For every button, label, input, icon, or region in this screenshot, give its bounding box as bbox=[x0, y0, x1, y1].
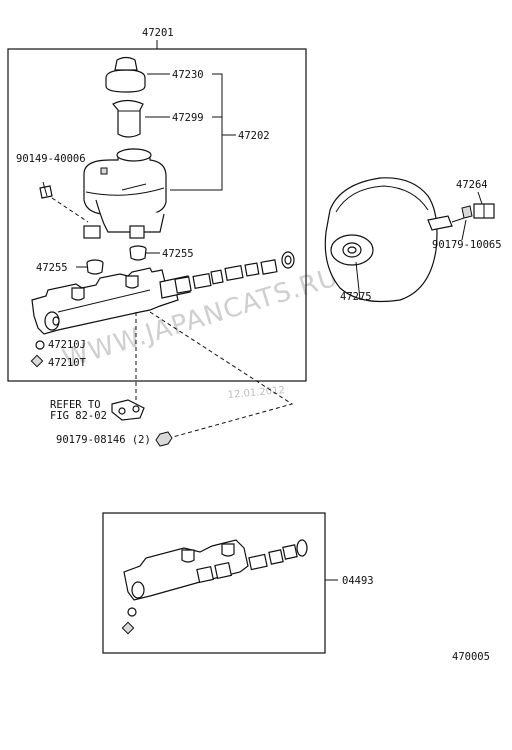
nut-90179-08146 bbox=[155, 431, 173, 447]
label-90179-08146[interactable]: 90179-08146 (2) bbox=[56, 434, 151, 446]
label-47201[interactable]: 47201 bbox=[142, 27, 174, 39]
label-47210t[interactable]: 47210T bbox=[48, 357, 87, 369]
repair-kit-rings bbox=[121, 607, 137, 635]
repair-kit-frame bbox=[102, 512, 326, 654]
label-04493[interactable]: 04493 bbox=[342, 575, 374, 587]
figure-number: 470005 bbox=[452, 651, 490, 663]
lock-nut bbox=[461, 205, 473, 219]
label-47275[interactable]: 47275 bbox=[340, 291, 372, 303]
label-47299[interactable]: 47299 bbox=[172, 112, 204, 124]
label-47230[interactable]: 47230 bbox=[172, 69, 204, 81]
reservoir-strainer bbox=[112, 99, 144, 138]
grommet-right bbox=[129, 245, 147, 261]
reservoir-tank bbox=[83, 148, 167, 239]
brake-booster bbox=[324, 177, 465, 303]
push-rod-clevis bbox=[473, 203, 495, 219]
piston-assembly bbox=[174, 251, 295, 294]
reservoir-cap bbox=[105, 56, 146, 93]
ring-47210j bbox=[35, 340, 45, 350]
stamp-date: 12.01.2012 bbox=[227, 385, 285, 401]
screw-90149-40006 bbox=[39, 181, 53, 199]
label-47255-right[interactable]: 47255 bbox=[162, 248, 194, 260]
label-47210j[interactable]: 47210J bbox=[48, 339, 86, 351]
master-cylinder bbox=[31, 267, 191, 335]
label-90179-10065[interactable]: 90179-10065 bbox=[432, 239, 502, 251]
ring-47210t bbox=[30, 354, 44, 368]
label-47255-left[interactable]: 47255 bbox=[36, 262, 68, 274]
label-90149-40006[interactable]: 90149-40006 bbox=[16, 153, 86, 165]
label-refer-line2[interactable]: FIG 82-02 bbox=[50, 410, 107, 422]
mounting-bracket bbox=[111, 399, 145, 421]
grommet-left bbox=[86, 259, 104, 275]
repair-kit-cylinder bbox=[123, 539, 308, 601]
label-47264[interactable]: 47264 bbox=[456, 179, 488, 191]
label-47202[interactable]: 47202 bbox=[238, 130, 270, 142]
label-refer-line1[interactable]: REFER TO bbox=[50, 399, 101, 411]
